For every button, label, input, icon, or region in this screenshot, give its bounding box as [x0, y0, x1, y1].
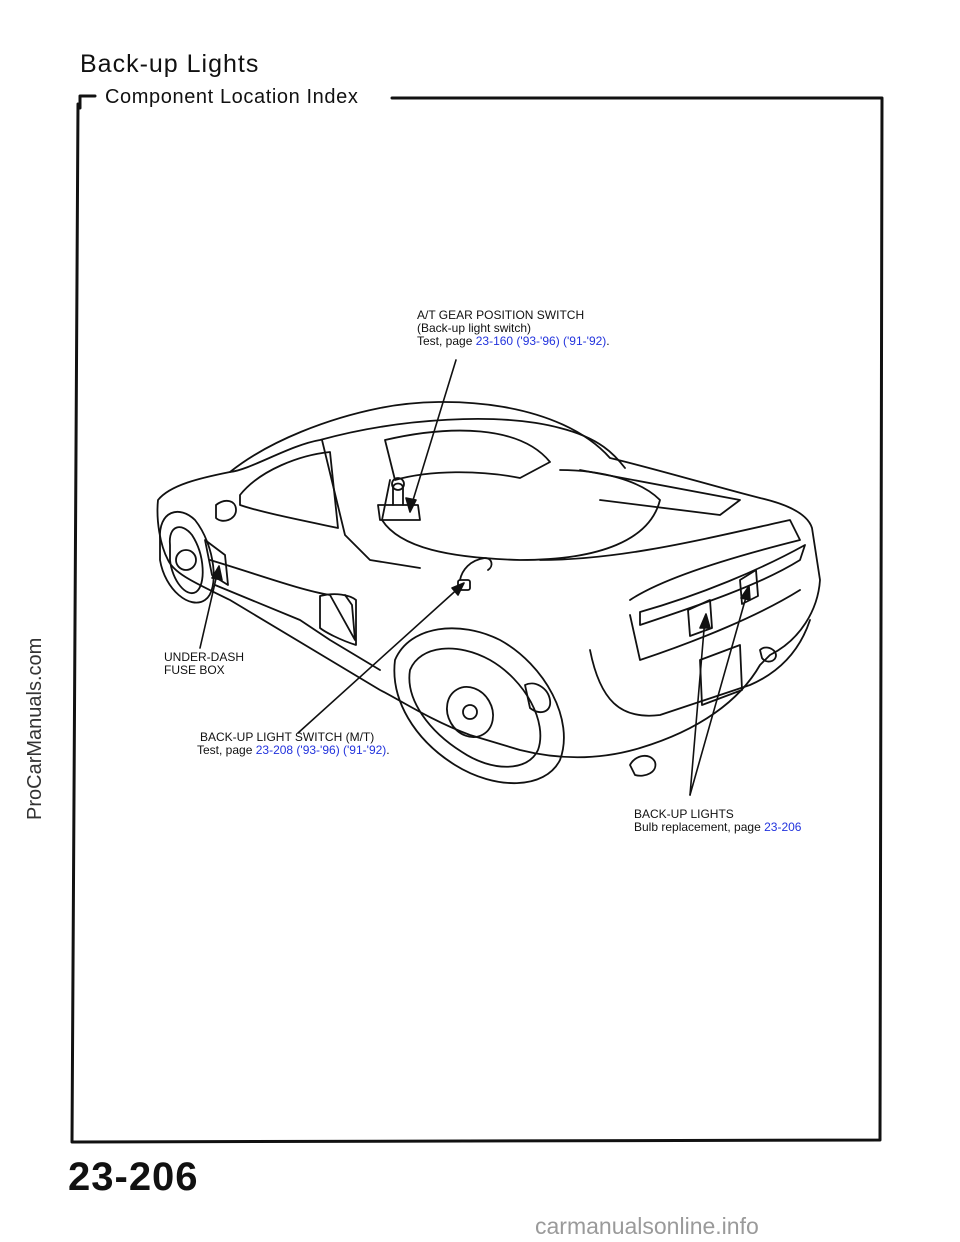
- page-number: 23-206: [68, 1155, 199, 1199]
- leader-lines: [199, 359, 751, 796]
- callout-lights-line1: BACK-UP LIGHTS: [634, 807, 734, 821]
- page-link-23-208[interactable]: 23-208 ('93-'96) ('91-'92): [255, 743, 387, 757]
- test-suffix: .: [606, 334, 610, 348]
- callout-lights-bulb: Bulb replacement, page 23-206: [634, 821, 801, 834]
- section-subtitle: Component Location Index: [105, 86, 359, 108]
- car-illustration: [156, 401, 821, 785]
- leader-mt-switch: [297, 584, 463, 734]
- page-link-23-160[interactable]: 23-160 ('93-'96) ('91-'92): [475, 334, 607, 348]
- bulb-prefix: Bulb replacement, page: [634, 820, 765, 834]
- leader-lights-2: [689, 589, 749, 796]
- callout-at-line2: (Back-up light switch): [417, 321, 532, 335]
- leader-at-switch: [409, 359, 457, 511]
- test-suffix: .: [386, 743, 390, 757]
- page-link-23-206[interactable]: 23-206: [764, 820, 802, 834]
- leader-lights-1: [689, 617, 706, 796]
- callout-at-gear-position-switch: A/T GEAR POSITION SWITCH (Back-up light …: [417, 309, 610, 348]
- frame-border: [70, 94, 884, 1144]
- test-prefix: Test, page: [197, 743, 256, 757]
- side-watermark: ProCarManuals.com: [24, 637, 46, 820]
- test-prefix: Test, page: [417, 334, 476, 348]
- callout-fuse-line2: FUSE BOX: [164, 663, 225, 677]
- callout-at-line1: A/T GEAR POSITION SWITCH: [417, 308, 585, 322]
- page-title: Back-up Lights: [80, 50, 260, 78]
- leader-fuse-box: [199, 569, 219, 649]
- callout-at-test: Test, page 23-160 ('93-'96) ('91-'92).: [417, 335, 610, 348]
- callout-mt-line1: BACK-UP LIGHT SWITCH (M/T): [200, 730, 375, 744]
- callout-back-up-light-switch-mt: BACK-UP LIGHT SWITCH (M/T) Test, page 23…: [197, 731, 390, 757]
- callout-mt-test: Test, page 23-208 ('93-'96) ('91-'92).: [197, 744, 390, 757]
- footer-watermark: carmanualsonline.info: [535, 1213, 759, 1239]
- callout-fuse-line1: UNDER-DASH: [164, 650, 245, 664]
- callout-back-up-lights: BACK-UP LIGHTS Bulb replacement, page 23…: [634, 808, 801, 834]
- callout-under-dash-fuse-box: UNDER-DASH FUSE BOX: [164, 651, 244, 677]
